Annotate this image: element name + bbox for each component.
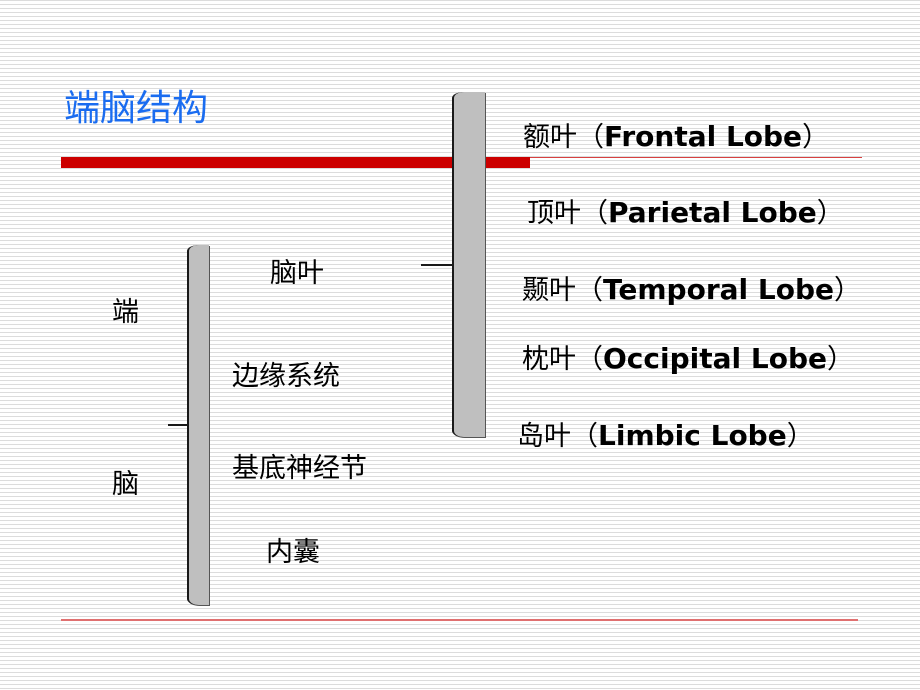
lobe-frontal-close: ） <box>802 122 830 153</box>
lobe-parietal: 顶叶（Parietal Lobe） <box>527 195 844 232</box>
lobe-frontal-zh: 额叶（ <box>523 122 604 153</box>
lobe-temporal-en: Temporal Lobe <box>603 273 834 306</box>
telencephalon-brace-point <box>168 424 188 426</box>
lobes-brace-point <box>421 264 453 266</box>
component-internal-capsule: 内囊 <box>266 537 320 568</box>
footer-rule <box>61 619 858 621</box>
lobe-temporal-close: ） <box>834 275 861 306</box>
title-accent-thin-line <box>530 157 862 158</box>
lobe-temporal-zh: 颞叶（ <box>522 275 603 306</box>
lobe-occipital-close: ） <box>826 344 854 375</box>
component-limbic-system: 边缘系统 <box>232 361 340 392</box>
lobe-occipital-zh: 枕叶（ <box>522 344 603 375</box>
lobe-temporal: 颞叶（Temporal Lobe） <box>522 272 861 309</box>
lobe-insular-zh: 岛叶（ <box>517 421 598 452</box>
lobe-occipital-en: Occipital Lobe <box>603 342 827 375</box>
title-accent-bar <box>61 157 530 168</box>
lobes-brace <box>452 92 485 437</box>
lobe-parietal-en: Parietal Lobe <box>608 196 817 229</box>
label-duan: 端 <box>112 297 139 328</box>
lobe-occipital: 枕叶（Occipital Lobe） <box>522 341 854 378</box>
lobe-insular: 岛叶（Limbic Lobe） <box>517 418 814 455</box>
lobe-frontal-en: Frontal Lobe <box>604 120 803 153</box>
lobe-insular-close: ） <box>786 421 814 452</box>
lobe-parietal-close: ） <box>816 198 844 229</box>
component-basal-ganglia: 基底神经节 <box>232 453 367 484</box>
component-lobes: 脑叶 <box>270 258 324 289</box>
telencephalon-brace <box>187 245 209 605</box>
lobe-frontal: 额叶（Frontal Lobe） <box>523 119 829 156</box>
label-nao: 脑 <box>112 469 139 500</box>
lobe-insular-en: Limbic Lobe <box>598 419 787 452</box>
slide-title: 端脑结构 <box>64 88 209 129</box>
lobe-parietal-zh: 顶叶（ <box>527 198 608 229</box>
